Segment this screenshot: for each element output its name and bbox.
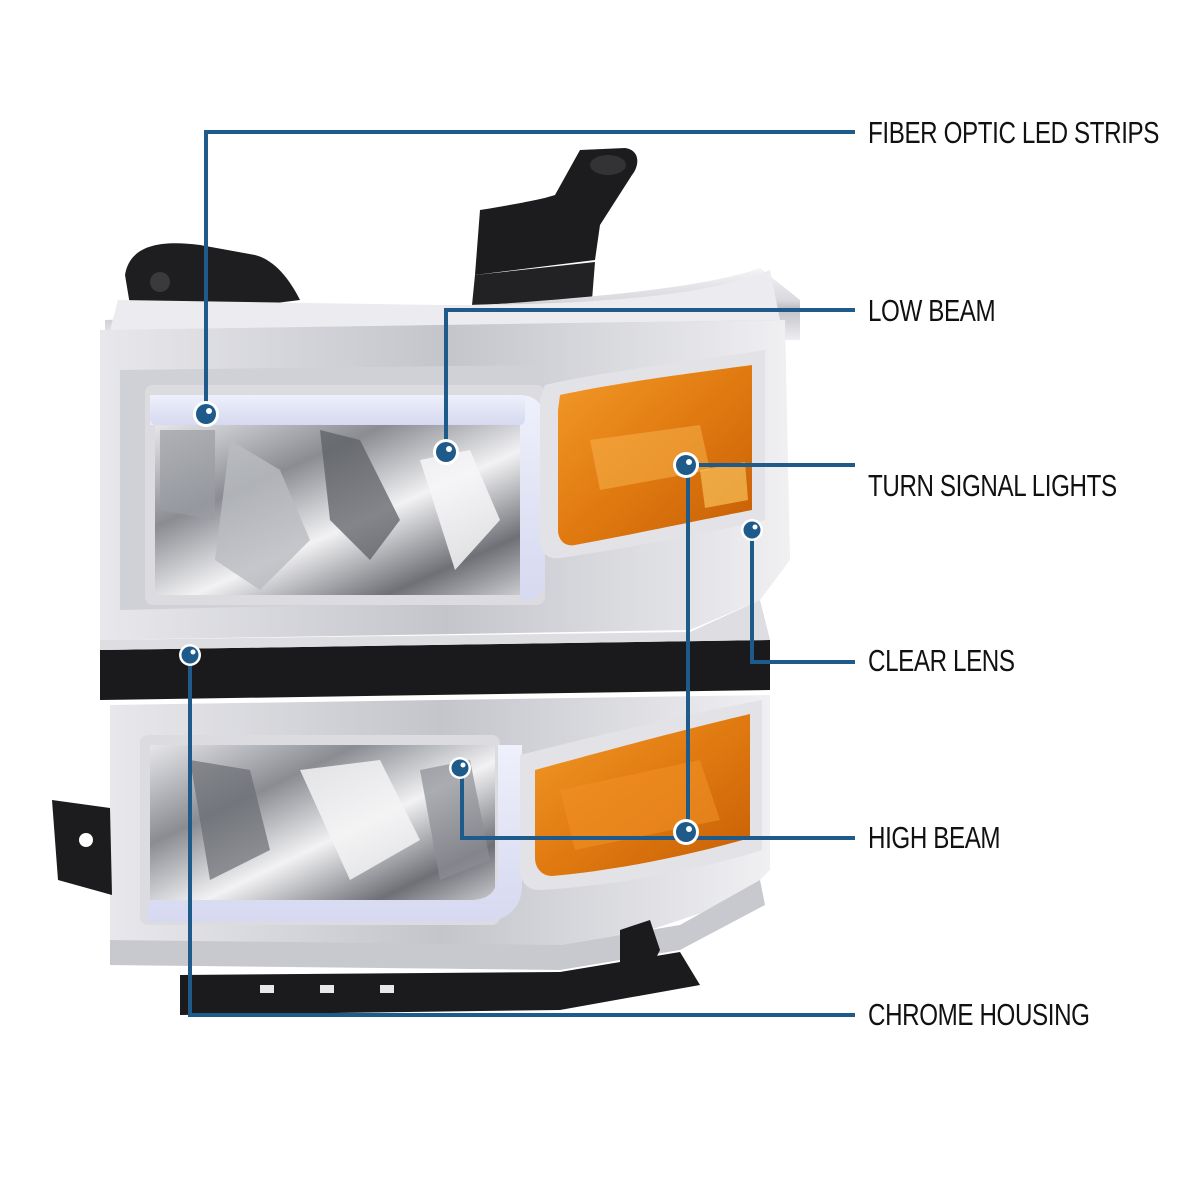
mounting-bracket-top-center: [472, 148, 638, 305]
label-clear-lens: CLEAR LENS: [868, 643, 1015, 678]
mounting-bracket-left: [52, 800, 112, 895]
mounting-bracket-top-left: [125, 243, 300, 305]
label-turn-signal-lights: TURN SIGNAL LIGHTS: [868, 468, 1117, 503]
label-fiber-optic-led-strips: FIBER OPTIC LED STRIPS: [868, 115, 1160, 150]
label-low-beam: LOW BEAM: [868, 293, 996, 328]
label-high-beam: HIGH BEAM: [868, 820, 1001, 855]
label-chrome-housing: CHROME HOUSING: [868, 997, 1090, 1032]
